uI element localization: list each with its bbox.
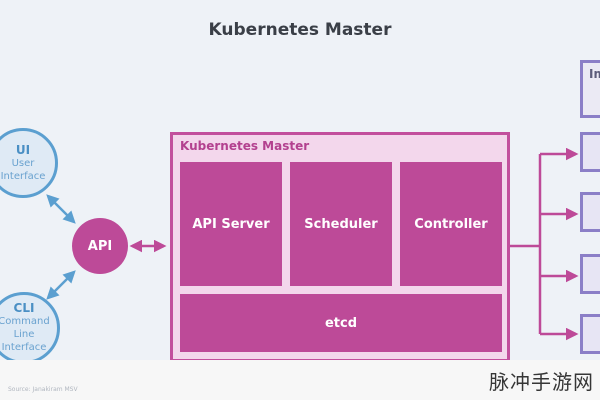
controller-box: Controller xyxy=(400,162,502,286)
footer-strip xyxy=(0,360,600,400)
cli-api-arrow xyxy=(46,270,76,300)
api-node: API xyxy=(72,218,128,274)
worker-node-box xyxy=(580,314,600,354)
cli-client-line1: Command xyxy=(0,316,50,327)
cli-client-title: CLI xyxy=(13,301,35,315)
worker-node-box xyxy=(580,192,600,232)
etcd-box: etcd xyxy=(180,294,502,352)
scheduler-box: Scheduler xyxy=(290,162,392,286)
nodes-header: Im xyxy=(580,60,600,118)
source-credit: Source: Janakiram MSV xyxy=(8,386,78,393)
ui-client-line1: User xyxy=(11,157,35,169)
worker-node-box xyxy=(580,254,600,294)
api-server-box: API Server xyxy=(180,162,282,286)
ui-client-line2: Interface xyxy=(0,170,46,182)
diagram-title: Kubernetes Master xyxy=(208,20,392,40)
master-to-nodes-connector xyxy=(510,147,579,341)
ui-client-title: UI xyxy=(15,142,31,157)
cli-client-node: CLI Command Line Interface xyxy=(0,292,60,364)
ui-client-node: UI User Interface xyxy=(0,128,58,198)
kubernetes-master-label: Kubernetes Master xyxy=(180,139,310,153)
ui-api-arrow xyxy=(46,194,76,224)
watermark-text: 脉冲手游网 xyxy=(489,370,594,394)
cli-client-line3: Interface xyxy=(1,342,47,353)
worker-node-box xyxy=(580,132,600,172)
cli-client-line2: Line xyxy=(13,329,35,340)
